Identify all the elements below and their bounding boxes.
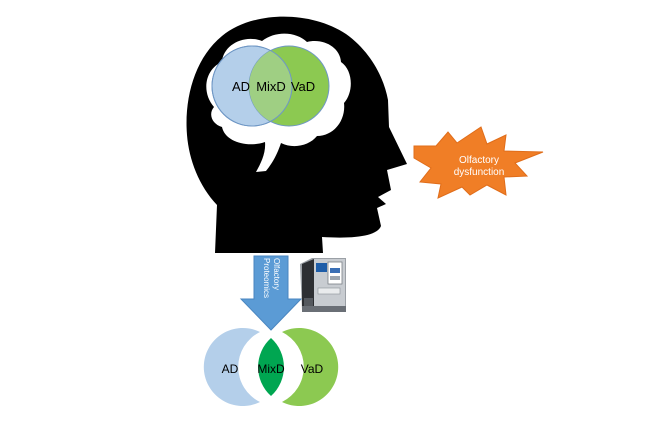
arrow-text-line2: Proteomics	[262, 258, 271, 298]
brain-venn-vad-label: VaD	[291, 79, 315, 94]
bottom-venn-vad-crescent	[282, 328, 339, 406]
starburst-text-line2: dysfunction	[454, 167, 505, 178]
brain-venn-overlap	[249, 46, 292, 126]
brain-venn: AD MixD VaD	[211, 45, 330, 127]
arrow-text-line1: Olfactory	[272, 258, 281, 290]
olfactory-dysfunction-starburst: Olfactory dysfunction	[413, 126, 544, 199]
bottom-venn-ad-crescent	[203, 328, 260, 406]
bottom-venn-vad-label: VaD	[301, 362, 324, 376]
bottom-venn-ad-label: AD	[222, 362, 239, 376]
mass-spectrometer-icon	[300, 258, 346, 312]
starburst-text-line1: Olfactory	[459, 155, 499, 166]
olfactory-proteomics-arrow: Olfactory Proteomics	[239, 255, 303, 331]
bottom-venn-mixd-label: MixD	[257, 362, 285, 376]
arrow-shape	[239, 255, 303, 331]
bottom-venn: AD MixD VaD	[203, 328, 339, 406]
brain-venn-mixd-label: MixD	[256, 79, 286, 94]
bottom-venn-mixd-lens	[258, 338, 284, 396]
brain-venn-ad-label: AD	[232, 79, 250, 94]
starburst-shape	[413, 126, 544, 199]
